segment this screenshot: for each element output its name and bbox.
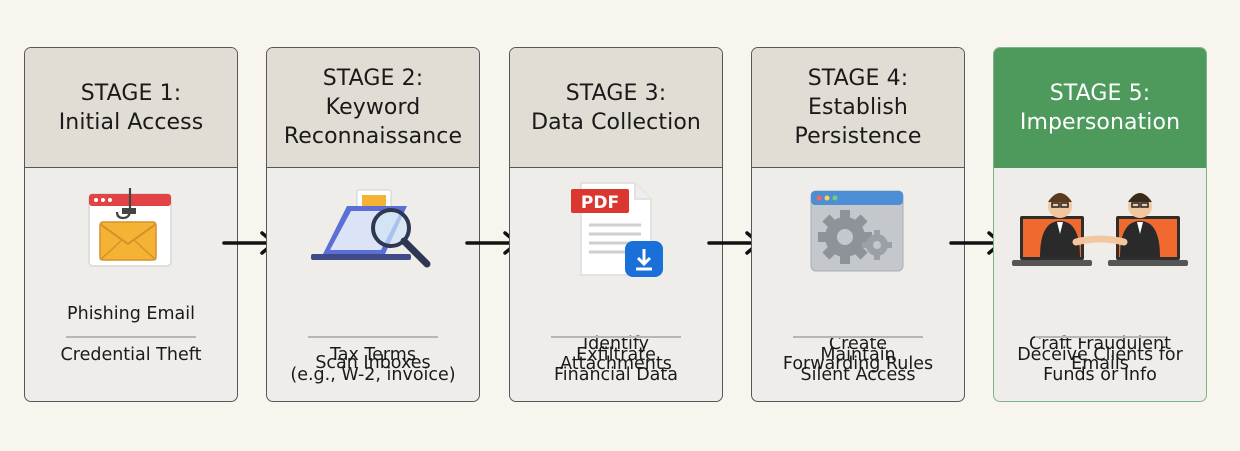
stage-2-divider: [308, 336, 438, 338]
stage-4-outcome: Maintain Silent Access: [800, 345, 916, 385]
laptop-magnifier-icon: [267, 175, 479, 283]
stage-1-card: STAGE 1: Initial Access Phishing Email C…: [24, 47, 238, 402]
stage-1-header: STAGE 1: Initial Access: [25, 48, 237, 168]
stage-3-action: Identify Attachments: [560, 334, 672, 374]
stage-1-divider: [66, 336, 196, 338]
stage-2-card: STAGE 2: Keyword Reconnaissance Scan Inb…: [266, 47, 480, 402]
stage-3-divider: [551, 336, 681, 338]
pdf-download-icon: PDF: [510, 175, 722, 283]
stage-3-title: Data Collection: [531, 109, 701, 135]
pdf-label: PDF: [581, 193, 619, 213]
stage-4-number: STAGE 4:: [807, 66, 909, 91]
stage-5-title: Impersonation: [1019, 109, 1181, 135]
stage-2-outcome: Tax Terms (e.g., W-2, invoice): [290, 345, 456, 385]
stage-2-title-line2: Reconnaissance: [283, 124, 463, 149]
stage-4-header: STAGE 4: Establish Persistence: [752, 48, 964, 168]
stage-5-header: STAGE 5: Impersonation: [994, 48, 1206, 168]
phishing-email-icon: [25, 175, 237, 283]
stage-2-action: Scan Inboxes: [315, 353, 431, 373]
stage-4-action: Create Forwarding Rules: [782, 334, 934, 374]
stage-3-number: STAGE 3:: [565, 80, 667, 106]
stage-5-divider: [1035, 336, 1165, 338]
stage-3-card: STAGE 3: Data Collection PDF Identify At…: [509, 47, 723, 402]
stage-5-outcome: Deceive Clients for Funds or Info: [1017, 345, 1183, 385]
stage-1-outcome: Credential Theft: [60, 345, 202, 365]
stage-1-title: Initial Access: [58, 109, 204, 135]
stage-5-card: STAGE 5: Impersonation Craft Fraudule: [993, 47, 1207, 402]
stage-4-divider: [793, 336, 923, 338]
stage-5-action: Craft Fraudulent Emails: [1029, 334, 1171, 374]
stage-5-number: STAGE 5:: [1049, 80, 1151, 106]
stage-4-title-line2: Persistence: [794, 124, 922, 149]
stage-2-number: STAGE 2:: [322, 66, 424, 91]
stage-3-outcome: Exfiltrate Financial Data: [554, 345, 678, 385]
stage-1-action: Phishing Email: [67, 304, 195, 324]
stage-2-title-line1: Keyword: [325, 95, 421, 120]
stage-1-number: STAGE 1:: [80, 80, 182, 106]
stage-4-title-line1: Establish: [808, 95, 908, 120]
impersonation-handshake-icon: [994, 175, 1206, 283]
settings-gears-window-icon: [752, 175, 964, 283]
stage-4-card: STAGE 4: Establish Persistence: [751, 47, 965, 402]
stage-2-header: STAGE 2: Keyword Reconnaissance: [267, 48, 479, 168]
stage-3-header: STAGE 3: Data Collection: [510, 48, 722, 168]
